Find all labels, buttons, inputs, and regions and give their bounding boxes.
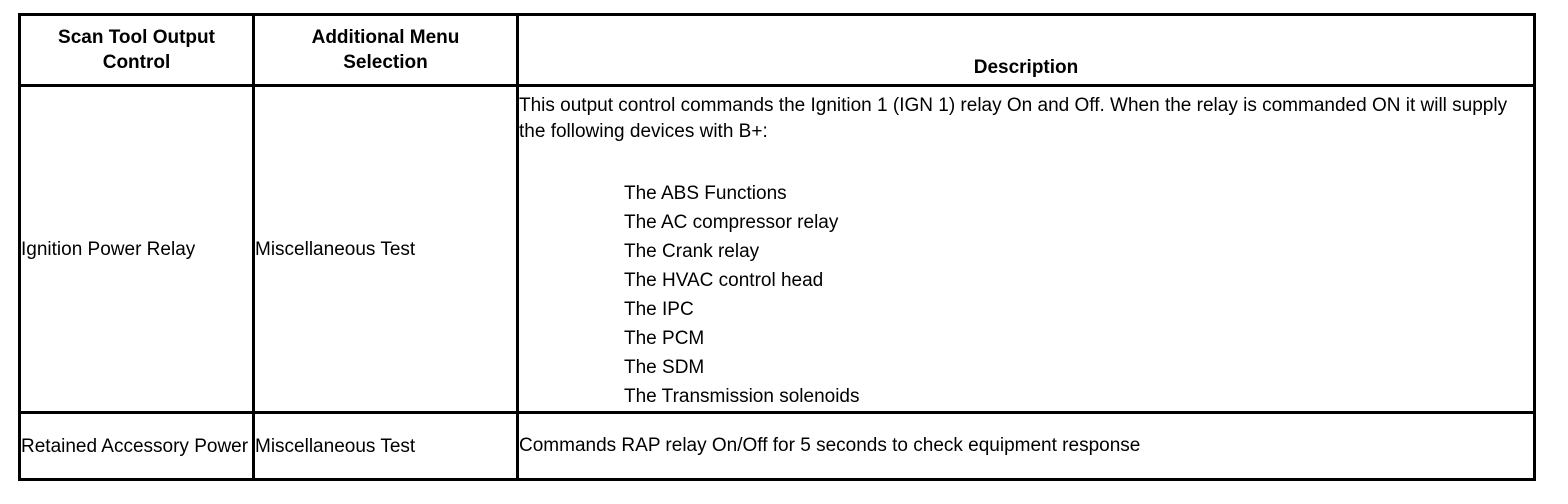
description-device-list: The ABS Functions The AC compressor rela…: [519, 179, 1533, 411]
column-header-line-1: Additional Menu: [311, 27, 460, 48]
column-header-line-2: Selection: [343, 52, 428, 73]
column-header-label: Description: [973, 57, 1079, 78]
cell-control-retained-accessory-power: Retained Accessory Power: [18, 411, 255, 481]
list-item: The AC compressor relay: [624, 212, 839, 233]
cell-menu-retained-accessory-power: Miscellaneous Test: [252, 411, 519, 481]
cell-menu-ignition-power-relay: Miscellaneous Test: [252, 84, 519, 414]
table-header: Scan Tool Output Control Additional Menu…: [18, 13, 1536, 87]
header-row: Scan Tool Output Control Additional Menu…: [18, 13, 1536, 87]
cell-control-ignition-power-relay: Ignition Power Relay: [18, 84, 255, 414]
list-item: The PCM: [624, 328, 705, 349]
table-body: Ignition Power Relay Miscellaneous Test …: [18, 84, 1536, 481]
column-header-line-2: Control: [102, 52, 171, 73]
cell-description-retained-accessory-power: Commands RAP relay On/Off for 5 seconds …: [516, 411, 1536, 481]
table-container: Scan Tool Output Control Additional Menu…: [18, 13, 1536, 481]
column-header-description: Description: [516, 13, 1536, 87]
list-item: The Transmission solenoids: [624, 386, 860, 407]
column-header-additional-menu-selection: Additional Menu Selection: [252, 13, 519, 87]
list-item: The Crank relay: [624, 241, 760, 262]
column-header-scan-tool-output-control: Scan Tool Output Control: [18, 13, 255, 87]
list-item: The ABS Functions: [624, 183, 787, 204]
scan-tool-output-control-table: Scan Tool Output Control Additional Menu…: [18, 13, 1536, 481]
table-row: Retained Accessory Power Miscellaneous T…: [18, 411, 1536, 481]
list-item: The HVAC control head: [624, 270, 824, 291]
list-item: The SDM: [624, 357, 705, 378]
column-header-line-1: Scan Tool Output: [58, 27, 215, 48]
table-row: Ignition Power Relay Miscellaneous Test …: [18, 84, 1536, 414]
description-intro-text: This output control commands the Ignitio…: [519, 95, 1508, 142]
list-item: The IPC: [624, 299, 694, 320]
cell-description-ignition-power-relay: This output control commands the Ignitio…: [516, 84, 1536, 414]
